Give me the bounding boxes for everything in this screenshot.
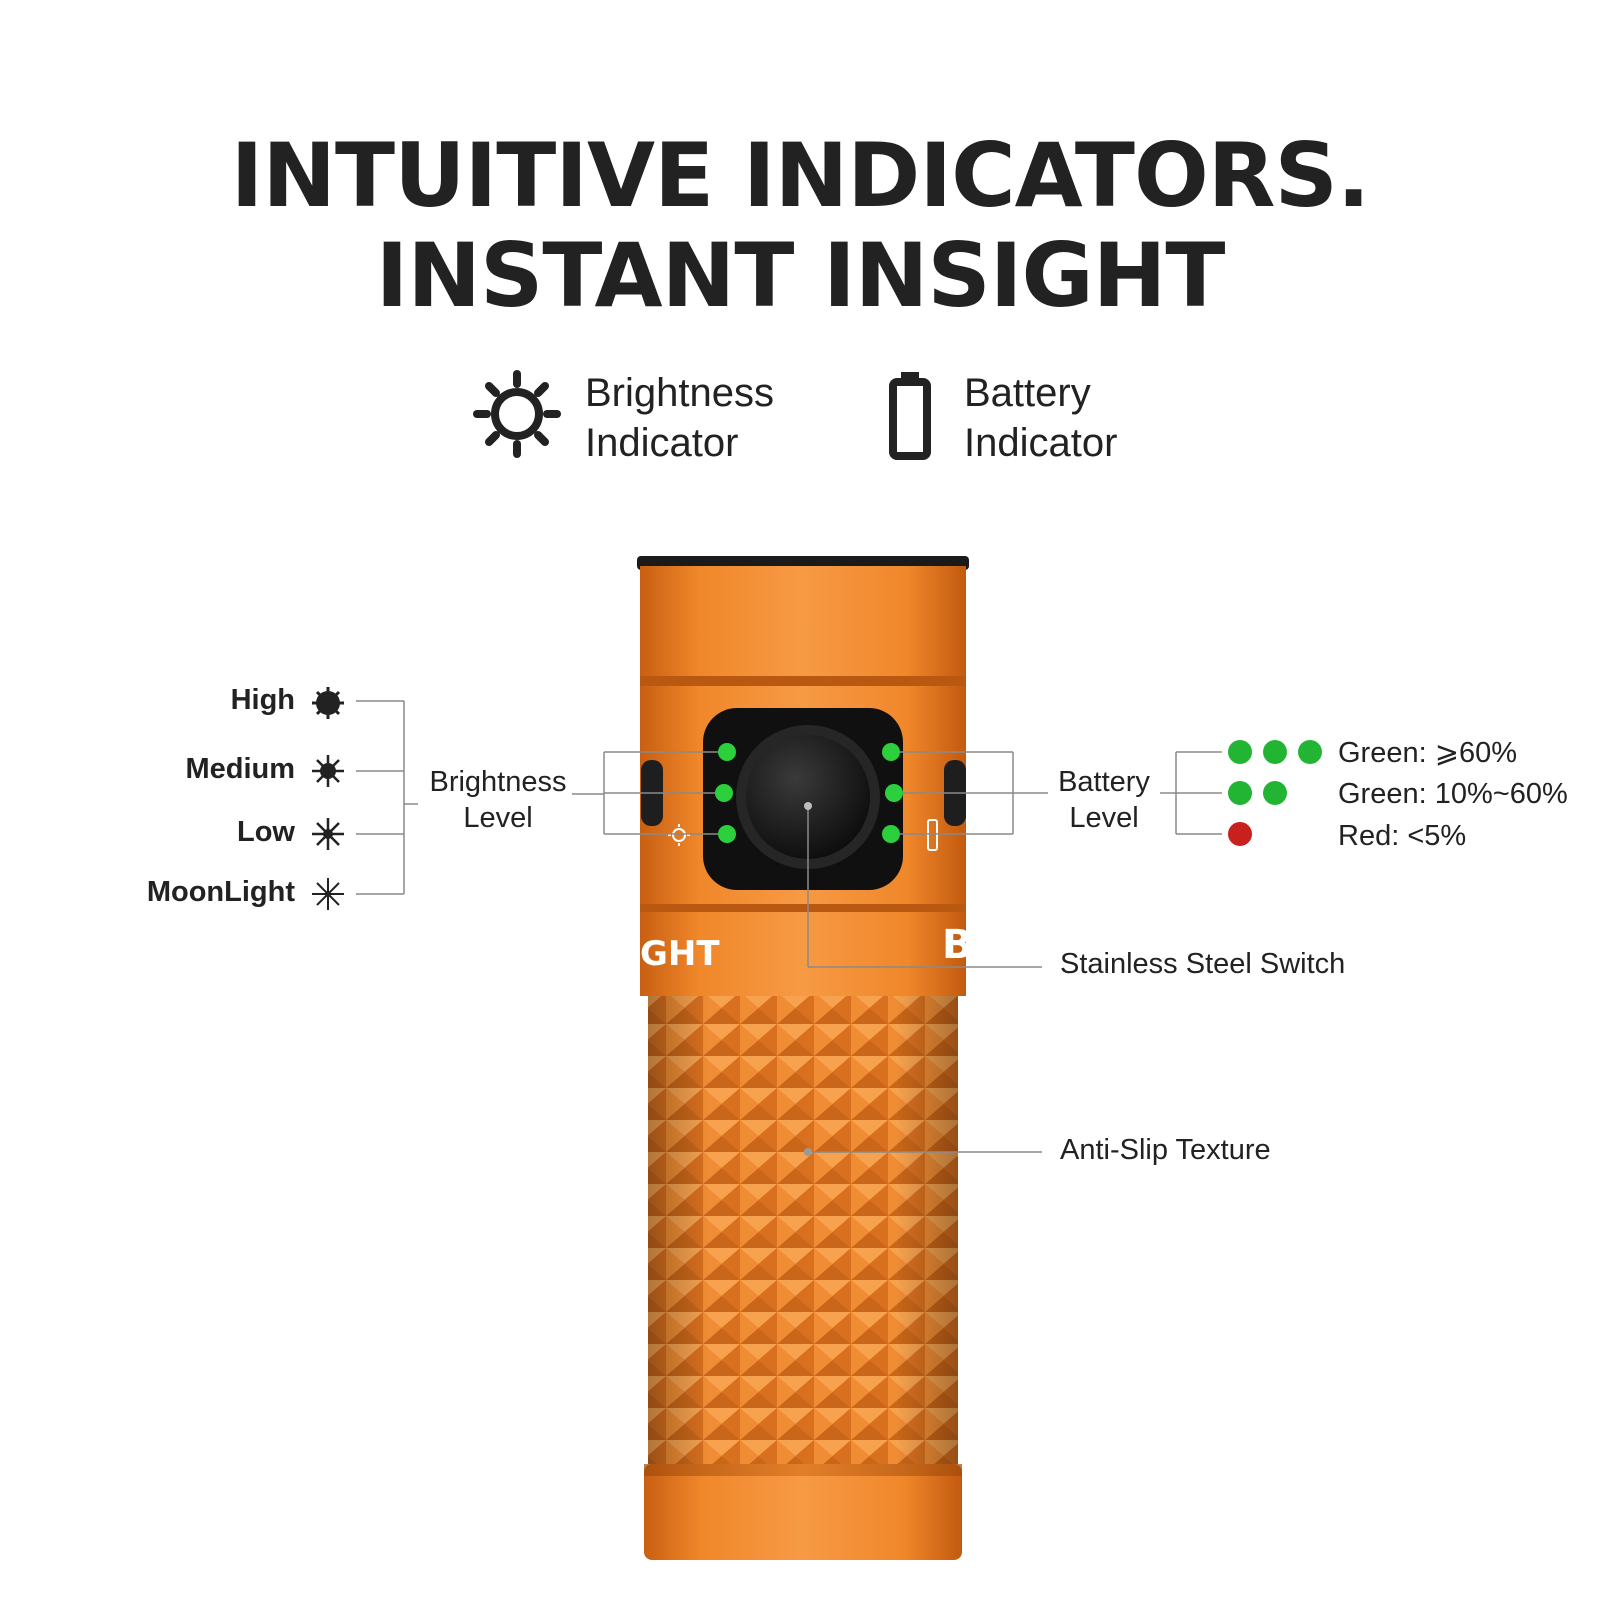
headline-line-1: INTUITIVE INDICATORS. — [230, 124, 1371, 227]
battery-indicator-line-1: Battery — [964, 371, 1091, 415]
switch-button[interactable] — [746, 735, 870, 859]
brightness-level-line-2: Level — [463, 802, 533, 834]
high-mode-icon — [312, 687, 344, 719]
headline-line-2: INSTANT INSIGHT — [375, 224, 1226, 327]
texture-callout-dot — [804, 1148, 812, 1156]
flashlight-body — [637, 556, 969, 1560]
medium-mode-icon — [312, 755, 344, 787]
brightness-indicator-label: Brightness Indicator — [585, 368, 774, 468]
moonlight-mode-icon — [312, 878, 344, 910]
mode-label-high: High — [230, 684, 295, 716]
brightness-level-line-1: Brightness — [429, 766, 567, 798]
battery-state-dot — [1228, 740, 1252, 764]
brightness-indicator-line-1: Brightness — [585, 371, 774, 415]
panel-small-sun-icon — [668, 824, 690, 846]
panel-small-battery-icon — [927, 819, 938, 851]
battery-state-dot — [1263, 740, 1287, 764]
mode-label-low: Low — [237, 816, 295, 848]
battery-state-high: Green: ⩾60% — [1338, 737, 1518, 769]
battery-state-dot — [1228, 822, 1252, 846]
brightness-indicator-line-2: Indicator — [585, 421, 739, 465]
battery-level-label: Battery Level — [1046, 764, 1162, 836]
switch-callout-dot — [804, 802, 812, 810]
sun-icon — [473, 370, 561, 458]
battery-state-dot — [1228, 781, 1252, 805]
battery-icon — [889, 372, 931, 460]
connector-lines — [356, 700, 1222, 1153]
battery-state-dot — [1263, 781, 1287, 805]
switch-callout-label: Stainless Steel Switch — [1060, 948, 1346, 980]
mode-label-moonlight: MoonLight — [146, 876, 295, 908]
low-mode-icon — [312, 818, 344, 850]
mode-label-medium: Medium — [185, 753, 295, 785]
battery-level-line-2: Level — [1069, 802, 1139, 834]
battery-state-dot — [1298, 740, 1322, 764]
battery-level-line-1: Battery — [1058, 766, 1150, 798]
battery-state-medium: Green: 10%~60% — [1338, 778, 1568, 810]
battery-indicator-label: Battery Indicator — [964, 368, 1117, 468]
brand-text: GHT — [640, 934, 720, 974]
texture-callout-label: Anti-Slip Texture — [1060, 1134, 1271, 1166]
model-text: Ba — [942, 922, 999, 968]
battery-indicator-line-2: Indicator — [964, 421, 1118, 465]
battery-state-low: Red: <5% — [1338, 820, 1467, 852]
battery-state-dots — [1228, 740, 1322, 846]
panel-battery-leds — [882, 743, 903, 843]
panel-brightness-leds — [715, 743, 736, 843]
brightness-level-label: Brightness Level — [420, 764, 576, 836]
